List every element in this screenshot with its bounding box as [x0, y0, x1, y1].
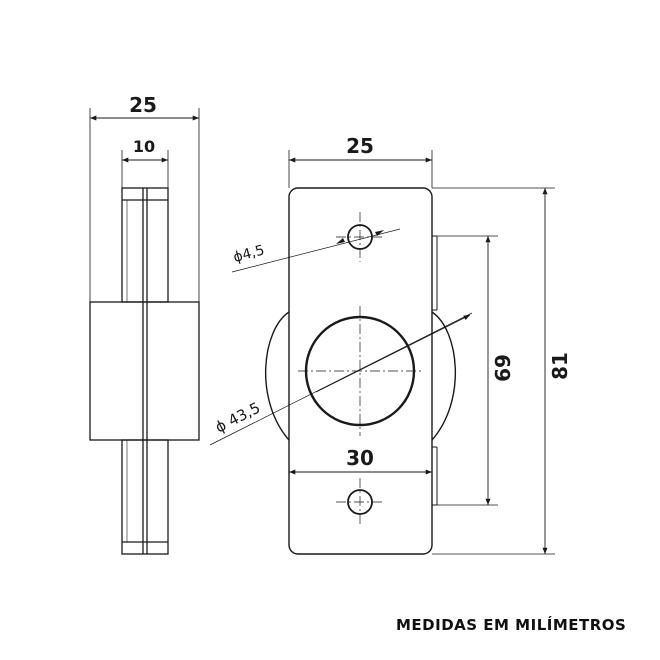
- disc-width-label: 30: [346, 446, 374, 470]
- front-view-disc-outline: [264, 311, 290, 441]
- side-overall-width-label: 25: [129, 93, 157, 117]
- total-height-label: 81: [548, 352, 572, 380]
- center-lines: [298, 212, 422, 526]
- side-view-top-shaft: [121, 187, 169, 303]
- side-view-bottom-shaft: [121, 439, 169, 555]
- side-inner-width-label: 10: [133, 137, 155, 156]
- front-view-plate: [288, 187, 433, 555]
- units-caption: MEDIDAS EM MILÍMETROS: [396, 616, 627, 634]
- side-view: [89, 108, 200, 555]
- hole-diameter-label: ϕ4,5: [232, 242, 267, 266]
- front-plate-width-label: 25: [346, 134, 374, 158]
- front-view-dimensions: [209, 150, 555, 555]
- side-view-body: [89, 301, 200, 441]
- hole-spacing-label: 69: [491, 354, 515, 382]
